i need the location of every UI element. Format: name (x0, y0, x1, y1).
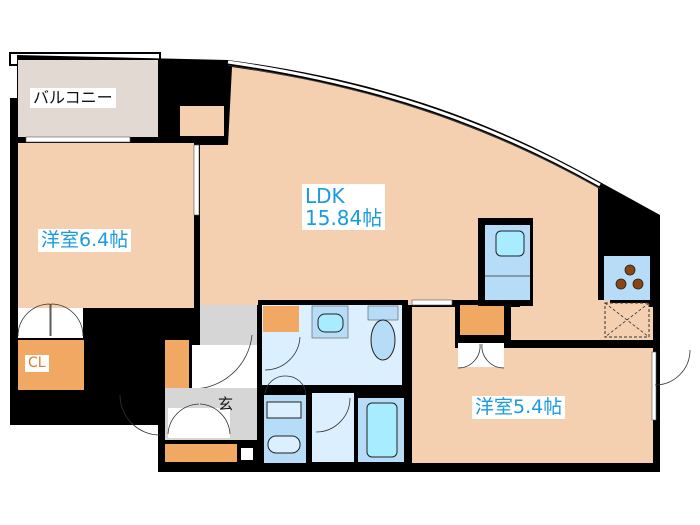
bath-entry (312, 392, 354, 462)
balcony-label: バルコニー (30, 88, 116, 108)
stove (604, 256, 650, 300)
ldk-window (227, 60, 601, 187)
western-room-2-label: 洋室5.4帖 (472, 396, 566, 419)
bathtub (366, 402, 398, 458)
ldk-label: LDK 15.84帖 (302, 184, 386, 230)
ldk-label-size: 15.84帖 (305, 206, 383, 230)
western-room-1-area (18, 143, 194, 308)
storage-box (180, 106, 224, 136)
entrance-label: 玄 (218, 395, 234, 413)
toilet (370, 319, 396, 361)
closet-label: CL (25, 355, 49, 373)
washbasin (267, 435, 301, 454)
shoe-storage (165, 340, 189, 390)
western-room-1-label: 洋室6.4帖 (38, 229, 132, 252)
ldk-label-name: LDK (305, 184, 345, 208)
ldk-area (200, 67, 610, 340)
